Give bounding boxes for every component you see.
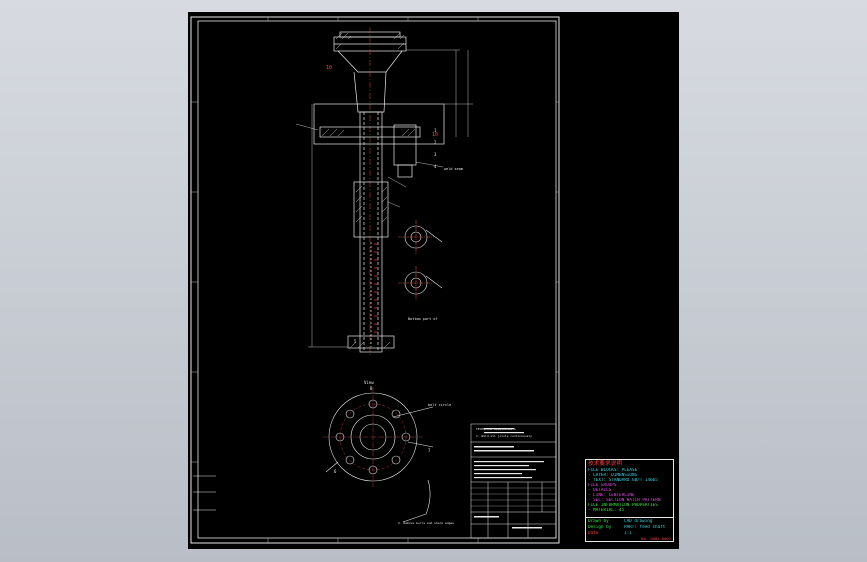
footer-label-1: Design by [588, 525, 612, 530]
balloon-6: 6 [334, 469, 337, 474]
outer-border [190, 16, 560, 544]
side-note-1: weld seam [444, 167, 463, 171]
legend-line-4: - DETAILS [588, 488, 612, 493]
title-block [193, 423, 557, 539]
legend-line-5: - LINE: CENTERLINE [588, 493, 635, 498]
layer-legend-panel: 技术要求说明 FILE BLOCKS: PLEASE - LAYER: DIME… [585, 459, 674, 542]
view-label: View [364, 380, 374, 385]
note-2: 2. Remove burrs and sharp edges [398, 521, 454, 525]
hatch-top [335, 32, 405, 50]
balloon-5: 5 [354, 339, 357, 344]
callout-a: 10 [326, 65, 332, 71]
footer-value-0: CAD drawing [624, 519, 653, 524]
cad-drawing: View B 10 10 weld seam Bottom part of bo… [190, 16, 560, 544]
legend-line-8: - MATERIAL: 45 [588, 508, 625, 513]
legend-line-1: - LAYER: DIMENSIONS [588, 473, 638, 478]
footer-value-2: 1:1 [624, 531, 632, 536]
legend-line-3: FILE GROUPS [588, 483, 617, 488]
title-block-text [474, 428, 544, 529]
section-views [398, 220, 443, 300]
note-title: TECHNICAL REQUIREMENTS [476, 427, 516, 431]
zone-ticks [191, 17, 559, 543]
footer-label-0: Drawn by [588, 519, 609, 524]
sheet-number: NO. 0001-0002 [641, 536, 671, 541]
side-note-2: Bottom part of [408, 317, 438, 321]
thread-marks [374, 243, 378, 333]
top-flange [333, 27, 407, 357]
shaft-body [313, 103, 445, 353]
footer-label-2: Date [588, 531, 599, 536]
inner-border [197, 20, 557, 539]
legend-line-7: FILE INFORMATION PROPERTIES [588, 503, 658, 508]
dimension-lines [295, 49, 473, 348]
balloon-3: 3 [434, 152, 437, 157]
balloon-4: 4 [434, 164, 437, 169]
flange-plan-view [323, 387, 434, 523]
legend-line-6: - SEC: SECTION HATCH PATTERN [588, 498, 661, 503]
drawing-sheet: View B 10 10 weld seam Bottom part of bo… [188, 12, 679, 549]
legend-line-0: FILE BLOCKS: PLEASE [588, 468, 638, 473]
balloon-1: 1 [434, 128, 437, 133]
footer-value-1: PART: feed shaft [624, 525, 666, 530]
note-1: 1. Weld all joints continuously [476, 434, 532, 438]
view-letter: B [370, 386, 373, 391]
balloons: 1 2 3 4 5 6 7 [334, 128, 437, 474]
legend-line-2: - TEXT: STANDARD GB/T 14665 [588, 478, 658, 483]
balloon-2: 2 [434, 140, 437, 145]
callout-b: 10 [432, 132, 438, 138]
balloon-7: 7 [428, 448, 431, 453]
legend-footer: Drawn by CAD drawing Design by PART: fee… [586, 517, 673, 541]
legend-title: 技术要求说明 [588, 461, 623, 467]
hatch-middle [321, 128, 416, 349]
side-note-3: bolt circle [428, 403, 451, 407]
